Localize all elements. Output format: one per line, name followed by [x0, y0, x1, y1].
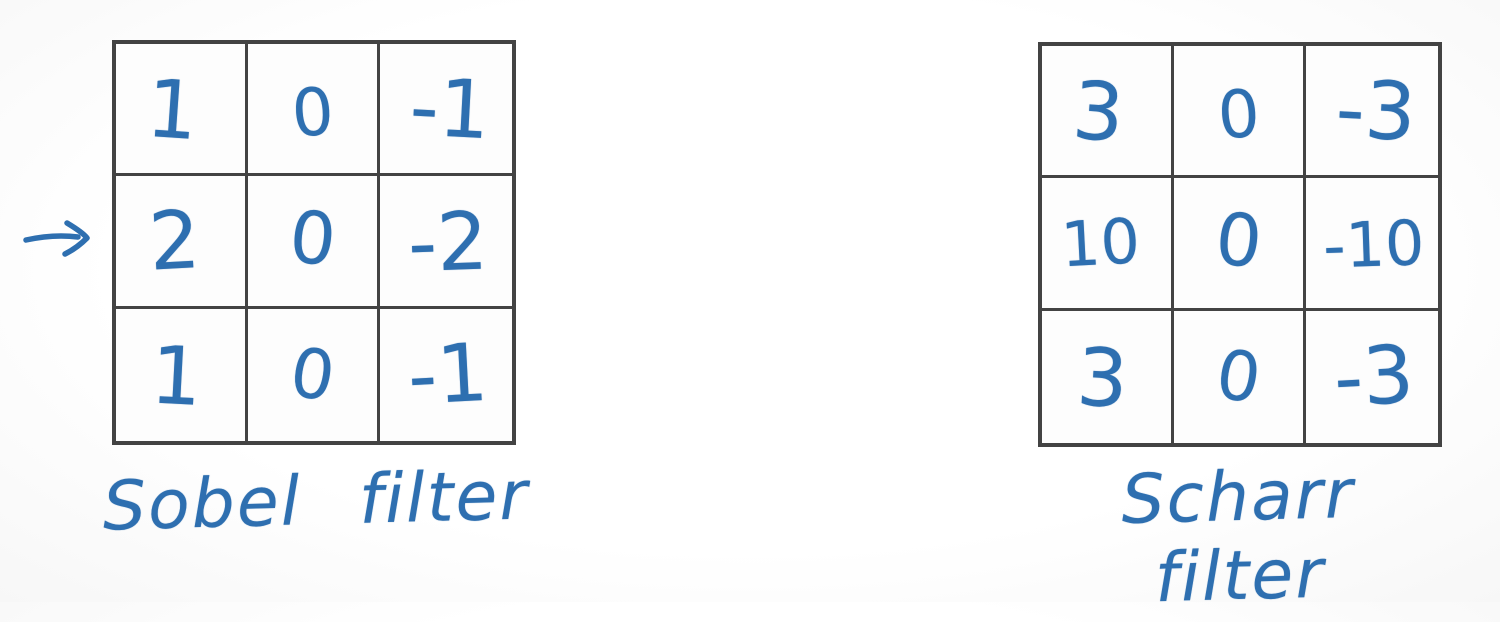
scharr-cell-r1c2: -10: [1306, 178, 1438, 311]
scharr-cell-r2c2: -3: [1306, 311, 1438, 443]
scharr-cell-r0c1: 0: [1174, 46, 1306, 179]
kernel-value: 10: [1059, 204, 1142, 282]
kernel-value: -2: [406, 194, 490, 291]
kernel-value: 3: [1069, 63, 1128, 160]
sobel-cell-r0c2: -1: [380, 44, 512, 177]
scharr-kernel-grid: 3 0 -3 10 0 -10 3 0 -3: [1038, 42, 1442, 447]
sobel-cell-r0c0: 1: [116, 44, 248, 177]
kernel-value: -3: [1331, 327, 1417, 425]
sobel-cell-r2c2: -1: [380, 309, 512, 441]
sobel-cell-r1c2: -2: [380, 176, 512, 309]
scharr-cell-r2c1: 0: [1174, 310, 1306, 443]
kernel-value: 0: [1211, 333, 1267, 419]
kernel-value: -10: [1322, 206, 1426, 283]
sobel-filter-label: Sobel filter: [101, 456, 531, 547]
scharr-cell-r1c0: 10: [1042, 178, 1174, 311]
sobel-kernel-grid: 1 0 -1 2 0 -2 1 0 -1: [112, 40, 516, 445]
kernel-value: -1: [407, 59, 493, 157]
scharr-cell-r0c0: 3: [1042, 46, 1174, 179]
scharr-filter-label: Scharr filter: [1120, 454, 1356, 619]
scharr-cell-r2c0: 3: [1042, 310, 1174, 443]
kernel-value: 3: [1074, 330, 1131, 426]
kernel-value: 0: [289, 72, 337, 152]
kernel-value: -3: [1333, 61, 1419, 159]
kernel-value: 0: [285, 331, 341, 417]
kernel-value: 1: [143, 61, 202, 158]
kernel-value: -1: [405, 325, 491, 423]
whiteboard: 1 0 -1 2 0 -2 1 0 -1 Sobel filter 3 0 -3…: [23, 40, 1442, 618]
sobel-cell-r1c1: 0: [248, 176, 380, 309]
sobel-cell-r0c1: 0: [248, 44, 380, 177]
kernel-value: 0: [1215, 74, 1263, 154]
scharr-cell-r1c1: 0: [1174, 178, 1306, 311]
kernel-value: 1: [148, 328, 205, 424]
right-arrow-icon: [23, 220, 90, 257]
sobel-cell-r2c0: 1: [116, 308, 248, 441]
sobel-cell-r1c0: 2: [116, 176, 248, 309]
sobel-cell-r2c1: 0: [248, 308, 380, 441]
kernel-value: 0: [1211, 196, 1266, 285]
scharr-cell-r0c2: -3: [1306, 46, 1438, 179]
kernel-value: 0: [285, 194, 340, 283]
kernel-value: 2: [146, 193, 203, 289]
